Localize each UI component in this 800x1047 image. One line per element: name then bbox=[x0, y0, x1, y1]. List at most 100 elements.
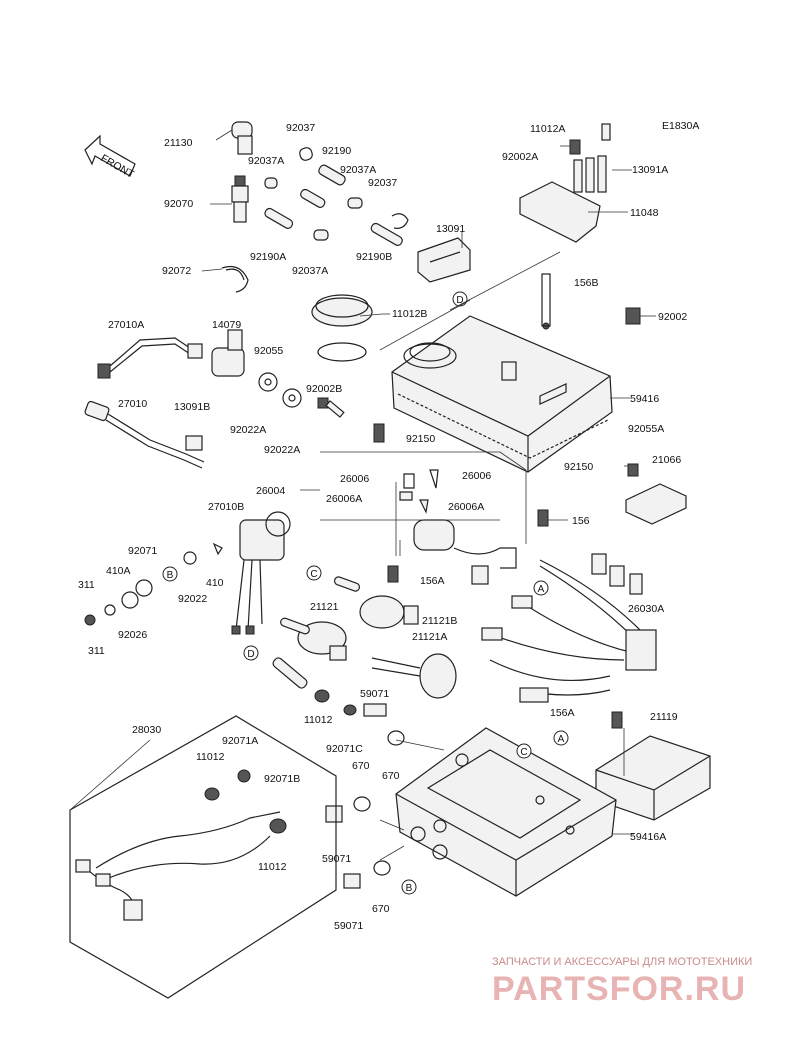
part-label-26006: 26006 bbox=[340, 473, 369, 485]
part-label-92071B: 92071B bbox=[264, 773, 300, 785]
svg-text:D: D bbox=[247, 649, 254, 660]
part-label-14079: 14079 bbox=[212, 319, 241, 331]
part-label-92190A: 92190A bbox=[250, 251, 286, 263]
part-label-92150: 92150 bbox=[406, 433, 435, 445]
callout-d-2: D bbox=[243, 645, 259, 661]
part-label-11012: 11012 bbox=[258, 861, 287, 873]
svg-text:D: D bbox=[456, 295, 463, 306]
gasket-part bbox=[397, 393, 609, 459]
part-label-11048: 11048 bbox=[630, 207, 659, 219]
part-label-92022A: 92022A bbox=[230, 424, 266, 436]
part-label-59416: 59416 bbox=[630, 393, 659, 405]
part-label-92022A: 92022A bbox=[264, 444, 300, 456]
svg-text:A: A bbox=[558, 734, 565, 745]
part-label-11012B: 11012B bbox=[392, 308, 427, 320]
hoses-group bbox=[264, 147, 409, 246]
part-label-670: 670 bbox=[382, 770, 400, 782]
reference-code: E1830A bbox=[662, 120, 699, 132]
part-label-11012A: 11012A bbox=[530, 123, 565, 135]
wire-harness-part bbox=[481, 553, 657, 703]
part-label-21130: 21130 bbox=[164, 137, 193, 149]
actuator-part bbox=[211, 329, 302, 408]
callout-c-2: C bbox=[516, 743, 532, 759]
part-label-92072: 92072 bbox=[162, 265, 191, 277]
part-label-92037A: 92037A bbox=[292, 265, 328, 277]
part-label-92055: 92055 bbox=[254, 345, 283, 357]
part-label-92037A: 92037A bbox=[340, 164, 376, 176]
part-label-670: 670 bbox=[372, 903, 390, 915]
part-label-311: 311 bbox=[88, 645, 105, 657]
part-label-26006A: 26006A bbox=[448, 501, 484, 513]
bolt-part bbox=[317, 397, 345, 418]
pickup-coil-part bbox=[413, 519, 517, 585]
part-label-13091A: 13091A bbox=[632, 164, 668, 176]
part-label-92071A: 92071A bbox=[222, 735, 258, 747]
part-label-92037: 92037 bbox=[368, 177, 397, 189]
svg-text:A: A bbox=[538, 584, 545, 595]
part-label-27010B: 27010B bbox=[208, 501, 244, 513]
callout-b-2: B bbox=[401, 879, 417, 895]
part-label-92002A: 92002A bbox=[502, 151, 538, 163]
svg-text:C: C bbox=[310, 569, 317, 580]
callout-c-1: C bbox=[306, 565, 322, 581]
part-label-59071: 59071 bbox=[334, 920, 363, 932]
watermark-tagline: ЗАПЧАСТИ И АКСЕССУАРЫ ДЛЯ МОТОТЕХНИКИ bbox=[492, 956, 752, 968]
part-label-28030: 28030 bbox=[132, 724, 161, 736]
electric-case-cover-part bbox=[391, 273, 656, 473]
callout-b-1: B bbox=[162, 566, 178, 582]
part-label-59071: 59071 bbox=[322, 853, 351, 865]
part-label-92037: 92037 bbox=[286, 122, 315, 134]
part-label-26004: 26004 bbox=[256, 485, 285, 497]
part-label-410: 410 bbox=[206, 577, 224, 589]
part-label-92002B: 92002B bbox=[306, 383, 342, 395]
regulator-part bbox=[624, 463, 687, 525]
switch-part bbox=[215, 121, 253, 155]
leader-lines bbox=[69, 251, 634, 861]
ignition-coil-part bbox=[333, 565, 419, 629]
plug-wire-part bbox=[272, 657, 308, 689]
part-label-156B: 156B bbox=[574, 277, 599, 289]
part-label-92070: 92070 bbox=[164, 198, 193, 210]
part-label-92026: 92026 bbox=[118, 629, 147, 641]
part-label-92002: 92002 bbox=[658, 311, 687, 323]
part-label-156: 156 bbox=[572, 515, 590, 527]
part-label-92150: 92150 bbox=[564, 461, 593, 473]
part-label-27010: 27010 bbox=[118, 398, 147, 410]
cdi-box-part bbox=[595, 711, 711, 821]
part-label-92190: 92190 bbox=[322, 145, 351, 157]
bolt156-part bbox=[537, 509, 568, 527]
part-label-92071: 92071 bbox=[128, 545, 157, 557]
starter-relay-part bbox=[231, 511, 291, 635]
part-label-13091: 13091 bbox=[436, 223, 465, 235]
part-label-156A: 156A bbox=[550, 707, 575, 719]
ignition-coil2-part bbox=[280, 617, 347, 661]
callout-a-2: A bbox=[553, 730, 569, 746]
part-label-92037A: 92037A bbox=[248, 155, 284, 167]
callout-d-1: D bbox=[452, 291, 468, 307]
spark-plug-part bbox=[210, 175, 249, 223]
part-label-92190B: 92190B bbox=[356, 251, 392, 263]
bracket-part bbox=[519, 123, 632, 243]
part-label-410A: 410A bbox=[106, 565, 131, 577]
part-label-92071C: 92071C bbox=[326, 743, 363, 755]
harness-box-part bbox=[69, 715, 337, 999]
part-label-670: 670 bbox=[352, 760, 370, 772]
grommet-plugs bbox=[314, 689, 405, 889]
part-label-26006: 26006 bbox=[462, 470, 491, 482]
svg-text:B: B bbox=[406, 883, 413, 894]
part-label-11012: 11012 bbox=[196, 751, 225, 763]
part-label-21121: 21121 bbox=[310, 601, 339, 613]
part-label-11012: 11012 bbox=[304, 714, 333, 726]
part-label-92022: 92022 bbox=[178, 593, 207, 605]
electric-case-part bbox=[395, 727, 617, 897]
part-label-59416A: 59416A bbox=[630, 831, 666, 843]
part-label-21121B: 21121B bbox=[422, 615, 457, 627]
svg-text:B: B bbox=[167, 570, 174, 581]
watermark-logo: PARTSFOR.RU bbox=[492, 970, 746, 1008]
clamp-ring-part bbox=[201, 265, 249, 293]
watermark: ЗАПЧАСТИ И АКСЕССУАРЫ ДЛЯ МОТОТЕХНИКИ PA… bbox=[492, 956, 752, 1008]
connector-block-part bbox=[417, 232, 471, 283]
part-label-156A: 156A bbox=[420, 575, 445, 587]
part-label-26006A: 26006A bbox=[326, 493, 362, 505]
